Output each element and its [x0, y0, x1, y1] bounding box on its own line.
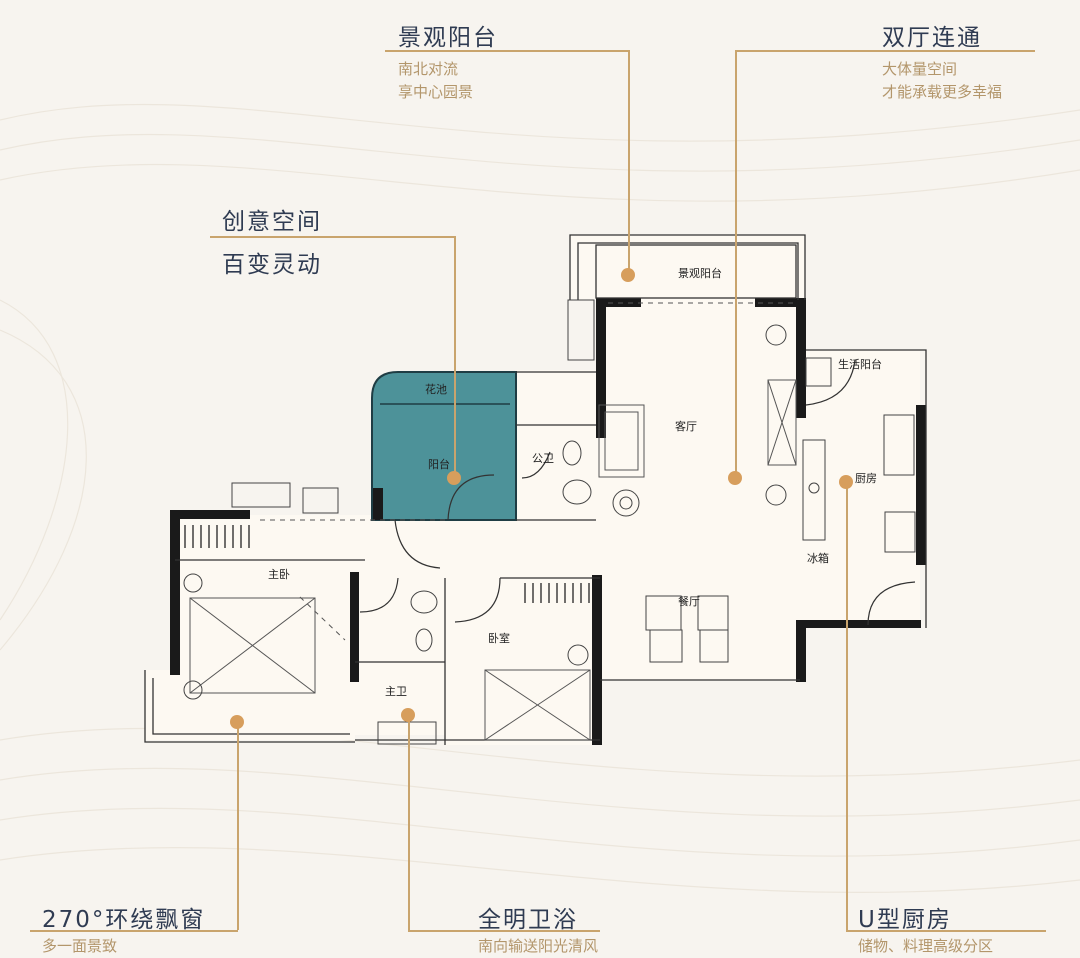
room-label-kitchen: 厨房 [855, 472, 877, 485]
annotation-line-2: 享中心园景 [398, 83, 474, 101]
room-label-flower-pool: 花池 [425, 383, 447, 396]
marker-dot-double-hall [728, 471, 742, 485]
annotation-title-line-2: 百变灵动 [222, 252, 322, 278]
annotation-title: 双厅连通 [882, 25, 982, 51]
marker-dot-bathroom [401, 708, 415, 722]
leader-kitchen [846, 482, 848, 930]
room-label-master-bath: 主卫 [385, 685, 407, 698]
annotation-rule [30, 930, 238, 932]
leader-balcony-view [628, 50, 630, 275]
annotation-title: 全明卫浴 [478, 907, 578, 933]
annotation-rule [210, 236, 455, 238]
annotation-rule [385, 50, 629, 52]
leader-bathroom [408, 715, 410, 930]
marker-dot-creative-space [447, 471, 461, 485]
room-label-view-balcony: 景观阳台 [678, 266, 722, 280]
room-label-dining: 餐厅 [678, 594, 700, 608]
annotation-rule [408, 930, 600, 932]
room-label-balcony: 阳台 [428, 457, 450, 471]
leader-bay-window [237, 722, 239, 930]
room-label-service-balcony: 生活阳台 [838, 357, 882, 371]
annotation-title: U型厨房 [858, 907, 952, 933]
annotation-title-line-1: 创意空间 [222, 209, 322, 235]
room-label-public-bath: 公卫 [532, 452, 554, 465]
annotation-rule [735, 50, 1035, 52]
leader-double-hall [735, 50, 737, 478]
annotation-title: 270°环绕飘窗 [42, 907, 206, 933]
room-label-bedroom: 卧室 [488, 631, 510, 645]
room-label-master-bed: 主卧 [268, 568, 290, 581]
annotation-title: 景观阳台 [398, 25, 498, 51]
annotation-rule [846, 930, 1046, 932]
leader-creative-space [454, 236, 456, 478]
annotation-line-1: 大体量空间 [882, 60, 958, 78]
marker-dot-bay-window [230, 715, 244, 729]
annotation-line-1: 南北对流 [398, 60, 459, 78]
marker-dot-kitchen [839, 475, 853, 489]
annotation-line-2: 才能承载更多幸福 [882, 83, 1003, 101]
room-label-fridge: 冰箱 [807, 551, 829, 565]
marker-dot-balcony-view [621, 268, 635, 282]
room-label-living: 客厅 [675, 419, 697, 433]
teal-balcony [371, 371, 517, 521]
